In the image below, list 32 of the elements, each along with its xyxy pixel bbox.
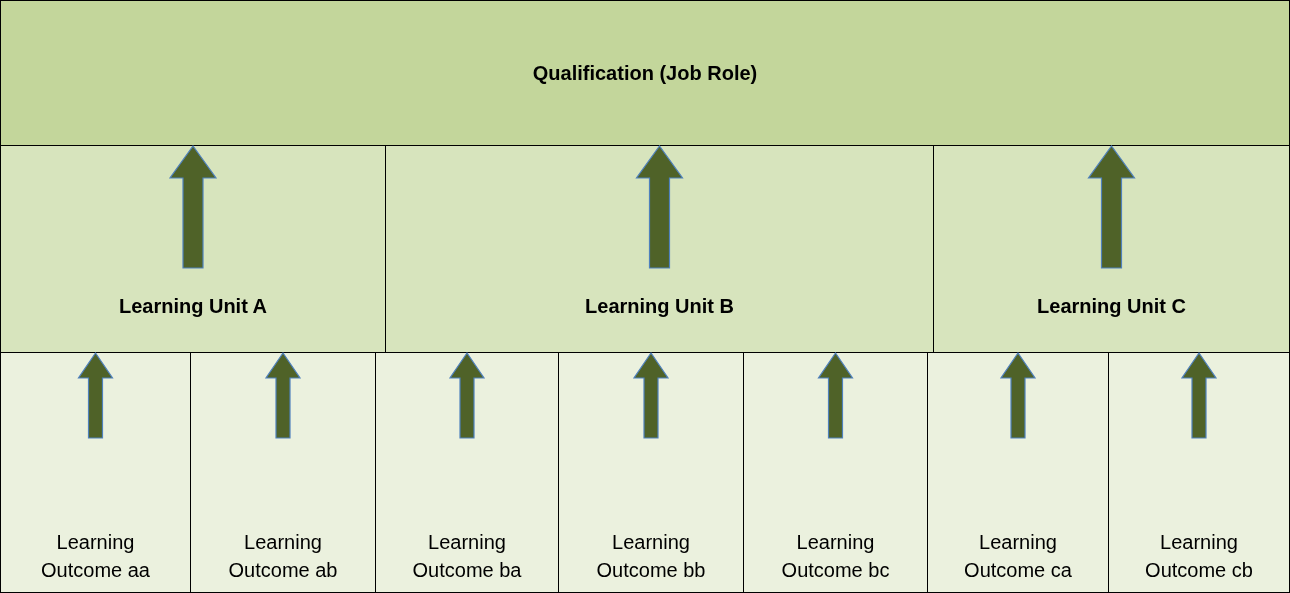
table-cell [0,0,1290,146]
table-cell [927,352,1109,593]
table-cell [375,352,559,593]
outcome-label: Learning Outcome cb [1144,530,1254,583]
table-cell [558,352,744,593]
arrow [264,351,302,439]
outcome-label: Learning Outcome ca [963,530,1073,583]
table-cell [743,352,928,593]
arrow [1180,351,1218,439]
outcome-label: Learning Outcome bc [780,530,891,583]
arrow [817,351,854,439]
table-cell [1108,352,1290,593]
arrow [632,351,670,439]
arrow [77,351,114,439]
unit-label: Learning Unit B [585,294,734,319]
table-cell [0,352,191,593]
table-cell [933,145,1290,353]
heading: Qualification (Job Role) [532,61,758,86]
table-cell [385,145,934,353]
unit-label: Learning Unit C [1037,294,1186,319]
arrow [1087,144,1136,269]
arrow [168,144,218,269]
outcome-label: Learning Outcome ab [228,530,338,583]
table-cell [0,145,386,353]
arrow [999,351,1037,439]
outcome-label: Learning Outcome ba [412,530,522,583]
outcome-label: Learning Outcome aa [40,530,151,583]
outcome-label: Learning Outcome bb [596,530,706,583]
table-cell [190,352,376,593]
arrow [635,144,684,269]
arrow [448,351,486,439]
unit-label: Learning Unit A [118,294,268,319]
